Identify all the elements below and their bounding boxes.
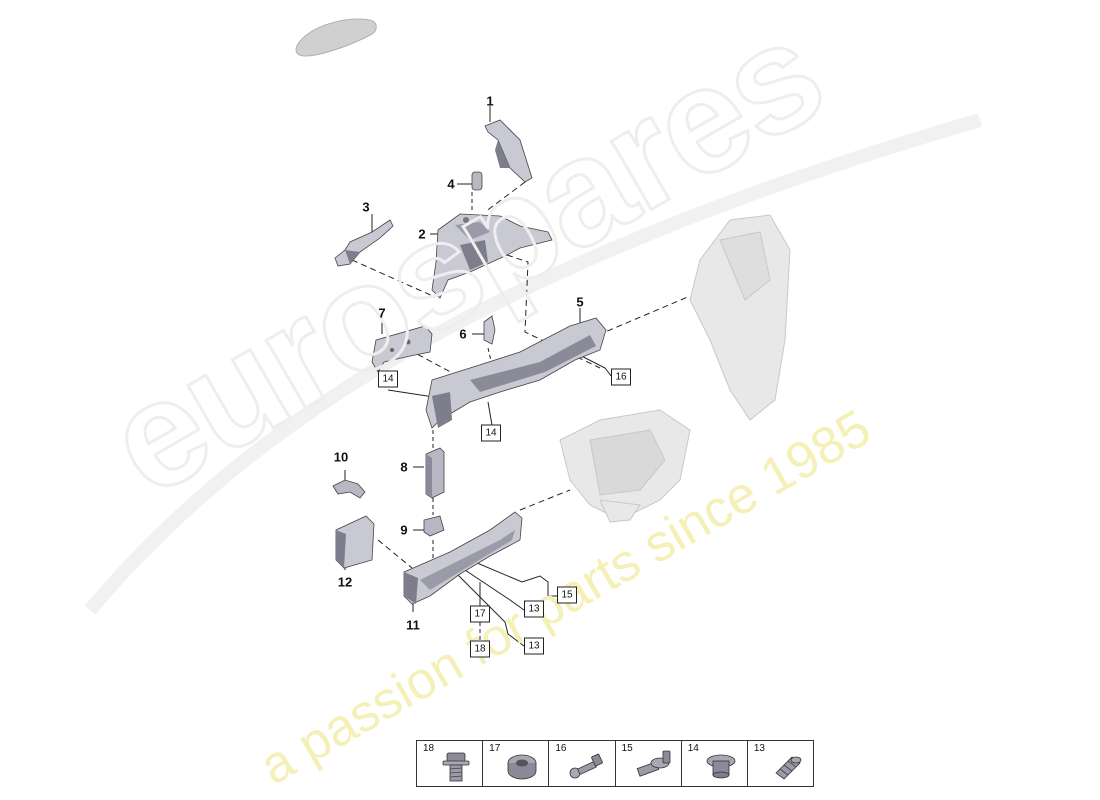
part-10-clip <box>332 479 366 499</box>
ref-box-13-lower: 13 <box>524 637 544 655</box>
part-1-upper-bracket <box>484 119 533 183</box>
stud-icon <box>636 750 670 777</box>
vehicle-thumbnail-icon <box>295 18 377 57</box>
legend-cell: 13 <box>748 741 813 786</box>
callout-3: 3 <box>362 199 370 215</box>
legend-cell: 14 <box>682 741 748 786</box>
ref-box-15: 15 <box>557 586 577 604</box>
ref-box-14-lower: 14 <box>481 424 501 442</box>
ref-box-13-upper: 13 <box>524 600 544 618</box>
ref-box-14-upper: 14 <box>378 370 398 388</box>
callout-6: 6 <box>459 326 467 342</box>
part-7-plate <box>371 325 433 373</box>
legend-number: 16 <box>555 743 567 754</box>
part-8-block <box>425 447 445 499</box>
part-5-longitudinal-member <box>425 317 607 429</box>
part-4-stud <box>471 171 483 191</box>
fastener-legend: 18 17 16 15 14 <box>416 740 814 787</box>
threaded-insert-icon <box>775 756 802 780</box>
ref-box-16: 16 <box>611 368 631 386</box>
nut-icon <box>507 754 537 780</box>
ball-stud-icon <box>569 753 604 779</box>
legend-cell: 15 <box>616 741 682 786</box>
callout-1: 1 <box>486 93 494 109</box>
legend-cell: 16 <box>549 741 616 786</box>
ref-box-18: 18 <box>470 640 490 658</box>
ref-box-17: 17 <box>470 605 490 623</box>
ghost-body-structure <box>559 214 791 523</box>
callout-4: 4 <box>447 176 455 192</box>
legend-number: 15 <box>621 743 633 754</box>
flange-bolt-icon <box>442 752 470 782</box>
legend-cell: 17 <box>483 741 550 786</box>
callout-11: 11 <box>406 617 420 633</box>
legend-number: 18 <box>423 743 435 754</box>
callout-10: 10 <box>333 449 349 465</box>
part-3-bracket <box>334 219 394 267</box>
part-2-strut-tower <box>431 213 553 299</box>
flange-nut-icon <box>706 754 736 779</box>
callout-9: 9 <box>400 522 408 538</box>
part-9-block <box>423 515 445 537</box>
callout-2: 2 <box>418 226 426 242</box>
part-11-crossmember <box>403 511 523 605</box>
legend-number: 13 <box>753 743 765 754</box>
part-12-side-block <box>335 515 375 569</box>
legend-cell: 18 <box>417 741 484 786</box>
callout-12: 12 <box>337 574 353 590</box>
callout-8: 8 <box>400 459 408 475</box>
callout-7: 7 <box>378 305 386 321</box>
part-6-small-bracket <box>483 315 496 345</box>
legend-number: 14 <box>687 743 699 754</box>
callout-5: 5 <box>576 294 584 310</box>
legend-number: 17 <box>489 743 501 754</box>
